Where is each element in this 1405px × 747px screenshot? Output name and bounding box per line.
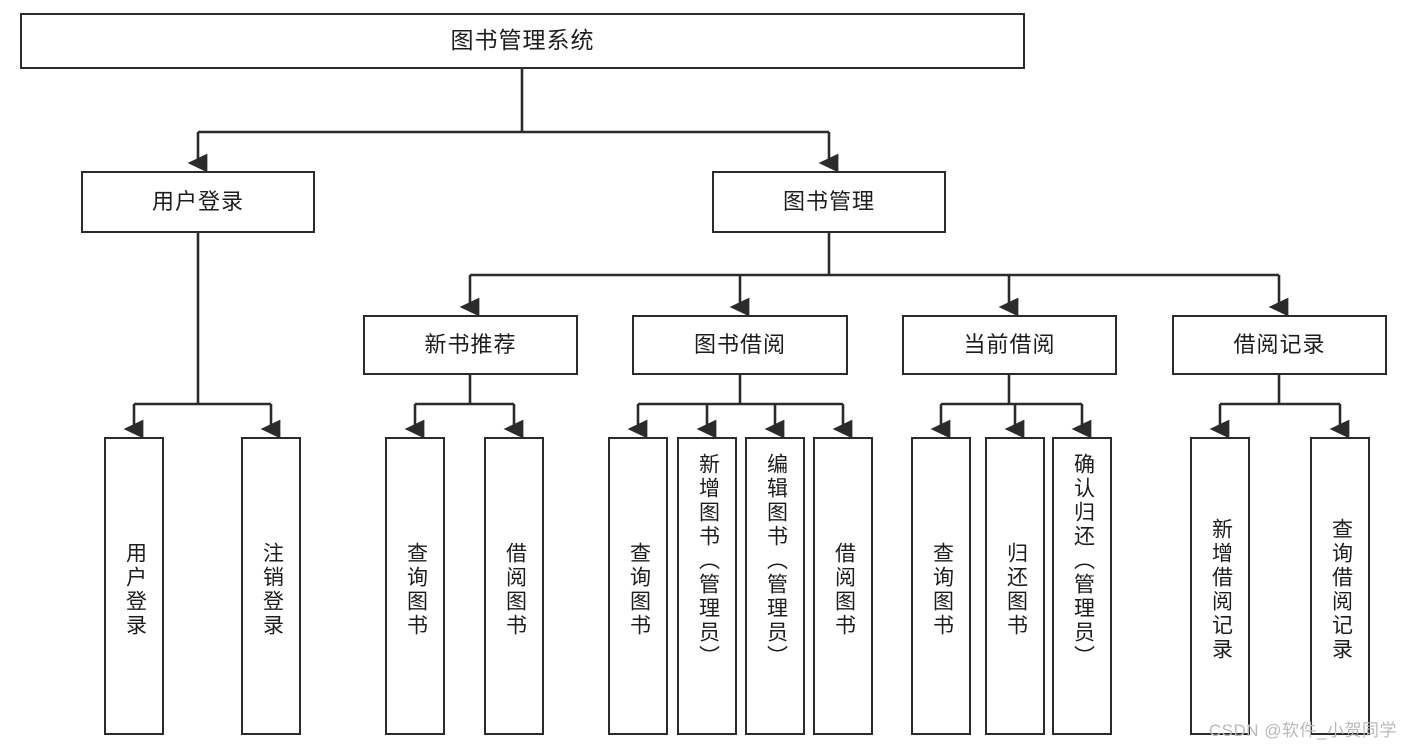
node-leaf-borrow-book-rec-label: 借阅图书: [503, 542, 527, 638]
node-leaf-query-borrow-record[interactable]: 查询借阅记录: [1310, 437, 1370, 735]
node-book-management-label: 图书管理: [782, 188, 875, 214]
leaf-text-wrap: 确认归还（管理员）: [1054, 447, 1110, 733]
node-leaf-query-book-rec[interactable]: 查询图书: [385, 437, 445, 735]
node-borrow-records[interactable]: 借阅记录: [1172, 315, 1387, 375]
node-leaf-query-book-rec-label: 查询图书: [404, 542, 428, 638]
node-book-borrow-label: 图书借阅: [693, 331, 786, 357]
node-leaf-add-borrow-record-label: 新增借阅记录: [1209, 518, 1233, 662]
node-root[interactable]: 图书管理系统: [20, 13, 1025, 69]
node-leaf-confirm-return-admin-label: 确认归还（管理员）: [1071, 453, 1095, 669]
leaf-text-wrap: 借阅图书: [486, 447, 542, 733]
node-root-label: 图书管理系统: [450, 27, 595, 54]
leaf-text-wrap: 查询图书: [387, 447, 443, 733]
leaf-text-wrap: 用户登录: [106, 447, 162, 733]
node-book-borrow[interactable]: 图书借阅: [632, 315, 848, 375]
node-leaf-add-book-admin[interactable]: 新增图书（管理员）: [677, 437, 737, 735]
node-leaf-user-login-label: 用户登录: [123, 542, 147, 638]
node-leaf-query-book-current-label: 查询图书: [930, 542, 954, 638]
node-leaf-logout[interactable]: 注销登录: [241, 437, 301, 735]
node-new-book-recommend[interactable]: 新书推荐: [363, 315, 578, 375]
leaf-text-wrap: 注销登录: [243, 447, 299, 733]
node-leaf-user-login[interactable]: 用户登录: [104, 437, 164, 735]
node-leaf-borrow-book-rec[interactable]: 借阅图书: [484, 437, 544, 735]
node-leaf-edit-book-admin-label: 编辑图书（管理员）: [764, 453, 788, 669]
node-leaf-add-borrow-record[interactable]: 新增借阅记录: [1190, 437, 1250, 735]
node-leaf-borrow-book-label: 借阅图书: [832, 542, 856, 638]
node-current-borrow[interactable]: 当前借阅: [902, 315, 1117, 375]
node-leaf-add-book-admin-label: 新增图书（管理员）: [696, 453, 720, 669]
node-borrow-records-label: 借阅记录: [1233, 331, 1326, 357]
leaf-text-wrap: 新增图书（管理员）: [679, 447, 735, 733]
node-new-book-recommend-label: 新书推荐: [424, 331, 517, 357]
node-leaf-query-book-borrow[interactable]: 查询图书: [608, 437, 668, 735]
node-leaf-query-borrow-record-label: 查询借阅记录: [1329, 518, 1353, 662]
node-leaf-query-book-borrow-label: 查询图书: [627, 542, 651, 638]
leaf-text-wrap: 查询借阅记录: [1312, 447, 1368, 733]
node-user-login-label: 用户登录: [151, 188, 244, 214]
node-leaf-query-book-current[interactable]: 查询图书: [911, 437, 971, 735]
leaf-text-wrap: 查询图书: [610, 447, 666, 733]
leaf-text-wrap: 借阅图书: [815, 447, 871, 733]
node-user-login[interactable]: 用户登录: [81, 171, 315, 233]
node-leaf-confirm-return-admin[interactable]: 确认归还（管理员）: [1052, 437, 1112, 735]
node-current-borrow-label: 当前借阅: [963, 331, 1056, 357]
node-leaf-return-book-label: 归还图书: [1004, 542, 1028, 638]
leaf-text-wrap: 查询图书: [913, 447, 969, 733]
node-book-management[interactable]: 图书管理: [712, 171, 946, 233]
leaf-text-wrap: 新增借阅记录: [1192, 447, 1248, 733]
leaf-text-wrap: 编辑图书（管理员）: [747, 447, 803, 733]
node-leaf-edit-book-admin[interactable]: 编辑图书（管理员）: [745, 437, 805, 735]
node-leaf-return-book[interactable]: 归还图书: [985, 437, 1045, 735]
leaf-text-wrap: 归还图书: [987, 447, 1043, 733]
node-leaf-borrow-book[interactable]: 借阅图书: [813, 437, 873, 735]
watermark-text: CSDN @软件_小贺同学: [1208, 721, 1397, 740]
node-leaf-logout-label: 注销登录: [260, 542, 284, 638]
